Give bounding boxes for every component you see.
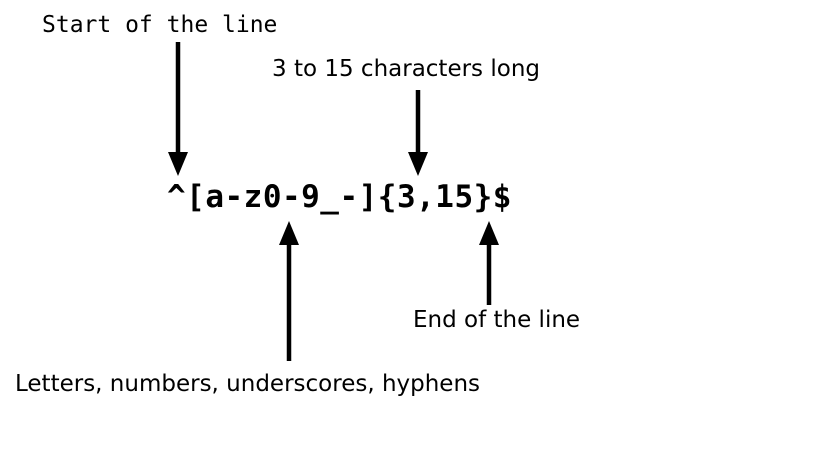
annotation-label-start-of-line: Start of the line	[42, 12, 278, 38]
annotation-label-length-range: 3 to 15 characters long	[272, 56, 540, 82]
arrow-end-of-line-head	[479, 221, 499, 245]
arrow-start-of-line	[168, 42, 188, 176]
arrow-allowed-characters-head	[279, 221, 299, 245]
arrow-start-of-line-head	[168, 152, 188, 176]
clipped-text-fragment: ,	[0, 374, 3, 394]
arrow-allowed-characters	[279, 221, 299, 361]
annotation-label-end-of-line: End of the line	[413, 307, 581, 333]
arrow-end-of-line	[479, 221, 499, 305]
annotation-label-allowed-characters: Letters, numbers, underscores, hyphens	[15, 371, 481, 397]
regex-pattern-text: ^[a-z0-9_-]{3,15}$	[167, 179, 512, 215]
arrow-length-range-head	[408, 152, 428, 176]
arrow-length-range	[408, 90, 428, 176]
